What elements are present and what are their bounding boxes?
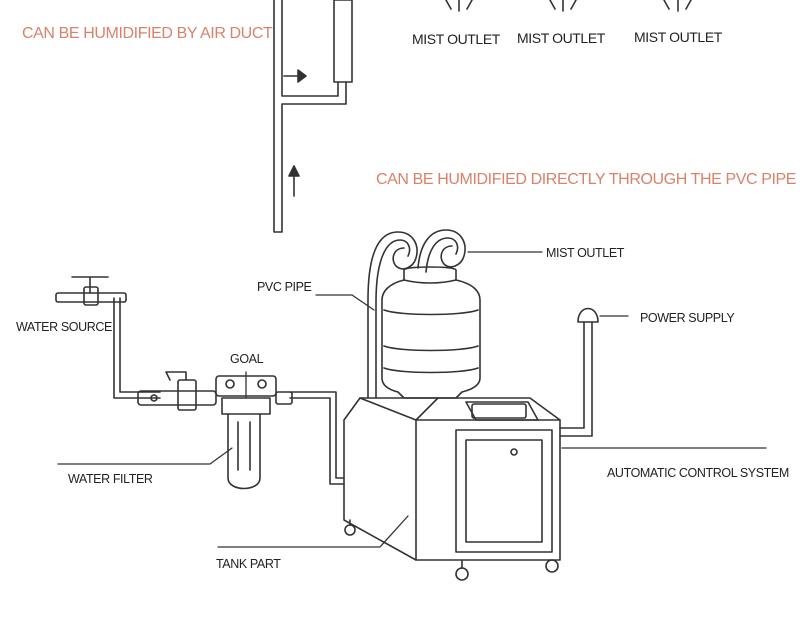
callout-power-supply: POWER SUPPLY bbox=[640, 311, 735, 325]
pvc-pipe bbox=[367, 229, 466, 399]
arrow-icon bbox=[288, 165, 300, 197]
power-plug-icon bbox=[559, 307, 599, 437]
humidifier-icon bbox=[343, 397, 561, 581]
mist-burst-icon bbox=[549, 0, 577, 12]
mist-burst-icon bbox=[445, 0, 473, 12]
callout-pvc-pipe: PVC PIPE bbox=[257, 280, 312, 294]
air-duct bbox=[273, 0, 353, 233]
mist-outlet-label: MIST OUTLET bbox=[517, 30, 605, 46]
water-pipe bbox=[113, 297, 345, 485]
heading-pvc-pipe: CAN BE HUMIDIFIED DIRECTLY THROUGH THE P… bbox=[376, 171, 797, 188]
mist-outlet-label: MIST OUTLET bbox=[634, 29, 722, 45]
mist-outlet-label: MIST OUTLET bbox=[412, 31, 500, 47]
callout-tank-part: TANK PART bbox=[216, 557, 281, 571]
faucet-icon bbox=[55, 276, 127, 306]
water-bottle-icon bbox=[381, 266, 481, 399]
arrow-icon bbox=[297, 69, 307, 83]
mist-burst-icon bbox=[663, 0, 692, 12]
water-filter-icon bbox=[215, 375, 293, 490]
callout-goal: GOAL bbox=[230, 352, 264, 366]
callout-mist-outlet: MIST OUTLET bbox=[546, 246, 625, 260]
leader-lines bbox=[57, 251, 767, 548]
callout-water-filter: WATER FILTER bbox=[68, 472, 153, 486]
heading-air-duct: CAN BE HUMIDIFIED BY AIR DUCT bbox=[22, 25, 273, 42]
callout-water-source: WATER SOURCE bbox=[16, 320, 112, 334]
valve-icon bbox=[137, 371, 217, 411]
callout-automatic-control-system: AUTOMATIC CONTROL SYSTEM bbox=[607, 466, 789, 480]
